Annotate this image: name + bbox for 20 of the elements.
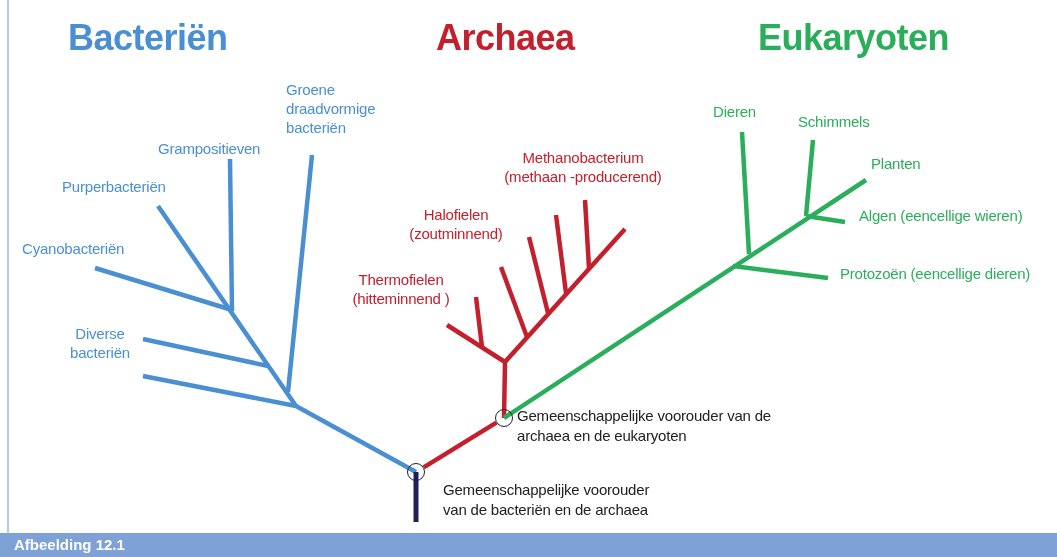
- ancestor-note: Gemeenschappelijke voorouder van de archaea en de eukaryoten: [517, 406, 772, 446]
- taxon-label: Planten: [871, 154, 921, 173]
- figure-caption-bar: Afbeelding 12.1: [0, 533, 1057, 557]
- taxon-label: Diverse bacteriën: [69, 324, 131, 362]
- taxon-label: Cyanobacteriën: [22, 239, 125, 258]
- taxon-label: Methanobacterium (methaan -producerend): [503, 148, 663, 186]
- taxon-label: Protozoën (eencellige dieren): [840, 264, 1031, 283]
- group-heading: Archaea: [436, 18, 575, 58]
- taxon-label: Dieren: [713, 102, 756, 121]
- group-heading: Bacteriën: [68, 18, 228, 58]
- group-heading: Eukaryoten: [758, 18, 950, 58]
- taxon-label: Halofielen (zoutminnend): [408, 205, 504, 243]
- tree-branch: [422, 420, 498, 470]
- taxon-label: Algen (eencellige wieren): [859, 206, 1023, 225]
- taxon-label: Grampositieven: [158, 139, 261, 158]
- taxon-label: Purperbacteriën: [62, 177, 166, 196]
- ancestor-note: Gemeenschappelijke voorouder van de bacteriën en de archaea: [443, 480, 651, 520]
- taxon-label: Schimmels: [798, 112, 870, 131]
- taxon-label: Groene draadvormige bacteriën: [286, 80, 377, 137]
- taxon-label: Thermofielen (hitteminnend ): [351, 270, 451, 308]
